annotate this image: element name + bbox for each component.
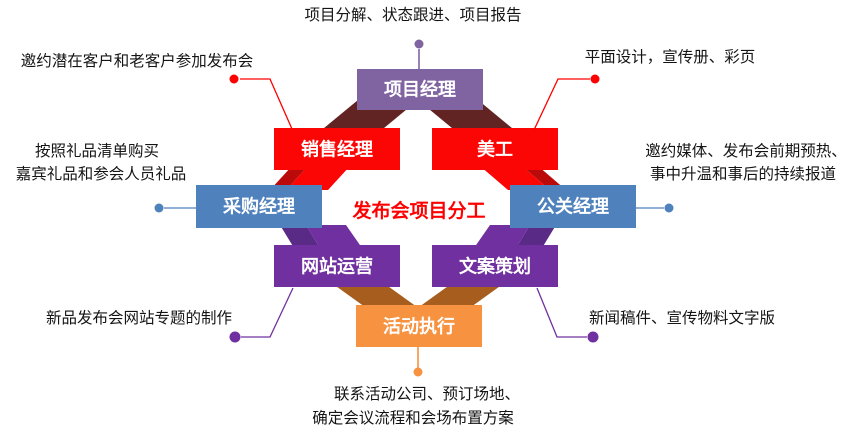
annotation-top: 项目分解、状态跟进、项目报告 (304, 6, 521, 24)
annotation-top-left: 邀约潜在客户和老客户参加发布会 (21, 52, 254, 70)
annotation-top-right: 平面设计，宣传册、彩页 (585, 48, 756, 66)
connector-top-right-dot (590, 74, 600, 84)
label-sales-manager: 销售经理 (301, 139, 373, 161)
label-copywriter: 文案策划 (459, 256, 531, 278)
connector-bottom-dot (413, 367, 423, 377)
label-purchase-manager: 采购经理 (222, 196, 295, 218)
connector-top-right-line (533, 78, 590, 131)
fold-left-red (270, 166, 308, 190)
label-project-manager: 项目经理 (384, 79, 456, 101)
banner-labels: 项目经理 销售经理 美工 采购经理 公关经理 网站运营 文案策划 活动执行 (222, 79, 609, 338)
connector-top-dot (414, 39, 424, 49)
banner-copywriter (432, 245, 558, 287)
banner-event-exec (356, 305, 482, 347)
banner-website-ops (274, 245, 400, 287)
banner-project-manager (357, 69, 483, 110)
connector-bottom-left-dot (229, 331, 241, 343)
band-right-red (480, 166, 550, 190)
annotation-right-line2: 事中升温和事后的持续报道 (650, 165, 836, 183)
annotation-right-line1: 邀约媒体、发布会前期预热、 (645, 142, 847, 160)
annotation-bottom-line2: 确定会议流程和会场布置方案 (312, 409, 514, 427)
banners (196, 69, 636, 347)
fold-bottom-right (419, 284, 503, 307)
fold-left-purple (280, 225, 320, 248)
connector-bottom-left-line (241, 287, 294, 338)
fold-bottom-left (333, 284, 417, 307)
banner-pr-manager (510, 185, 636, 228)
label-website-ops: 网站运营 (301, 256, 373, 278)
connector-right-dot (664, 203, 674, 213)
connectors (154, 39, 674, 377)
connector-left-dot (154, 203, 164, 213)
label-artist: 美工 (477, 139, 513, 161)
connector-top-left-dot (229, 74, 239, 84)
ribbon-ring (270, 100, 566, 307)
connector-bottom-right-dot (587, 331, 599, 343)
annotation-bottom-left: 新品发布会网站专题的制作 (46, 309, 232, 327)
connector-top-left-line (240, 78, 293, 130)
annotation-bottom-line1: 联系活动公司、预订场地、 (334, 385, 520, 403)
diagram-title: 发布会项目分工 (351, 199, 485, 222)
banner-purchase-manager (196, 185, 322, 228)
fold-right-purple (516, 225, 556, 248)
annotation-bottom-right: 新闻稿件、宣传物料文字版 (589, 309, 775, 327)
label-pr-manager: 公关经理 (537, 196, 609, 218)
fold-right-red (522, 166, 566, 190)
annotations: 项目分解、状态跟进、项目报告 邀约潜在客户和老客户参加发布会 平面设计，宣传册、… (16, 6, 847, 427)
label-event-exec: 活动执行 (383, 316, 455, 338)
annotation-left-line2: 嘉宾礼品和参会人员礼品 (16, 165, 187, 183)
band-left-purple (306, 225, 362, 248)
banner-artist (432, 128, 558, 170)
band-right-purple (474, 225, 530, 248)
annotation-left-line1: 按照礼品清单购买 (35, 142, 159, 160)
band-left-red (286, 166, 350, 190)
banner-sales-manager (274, 128, 400, 170)
connector-bottom-right-line (536, 287, 587, 338)
